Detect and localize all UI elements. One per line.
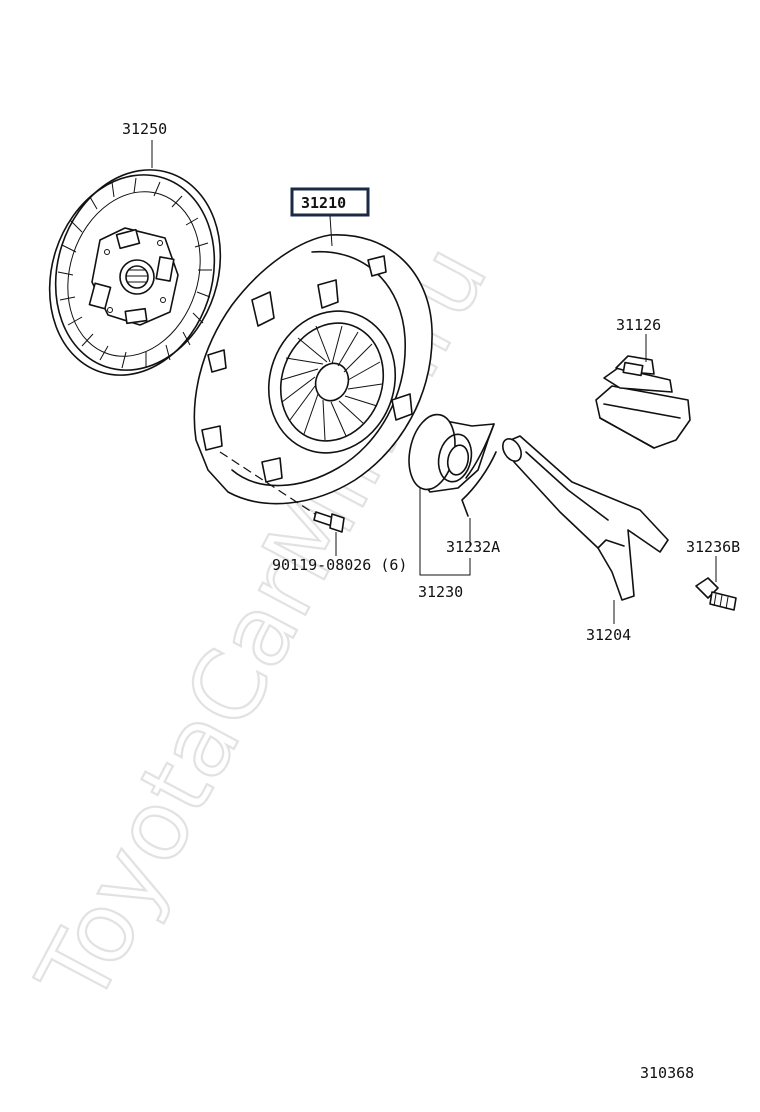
fork-boot-drawing[interactable] [595, 355, 691, 449]
clutch-disc-drawing[interactable] [24, 148, 245, 396]
label-31204[interactable]: 31204 [586, 626, 631, 644]
bolt-drawing[interactable] [313, 511, 345, 533]
label-90119-08026[interactable]: 90119-08026 (6) [272, 556, 407, 574]
label-31250[interactable]: 31250 [122, 120, 167, 138]
fork-support-drawing[interactable] [695, 577, 737, 611]
bolt-axis-line [219, 451, 319, 517]
leader-31210 [329, 215, 333, 247]
label-31126[interactable]: 31126 [616, 316, 661, 334]
label-31210[interactable]: 31210 [301, 194, 346, 212]
highlight-box-31210 [290, 187, 370, 217]
release-fork-drawing[interactable] [499, 435, 669, 601]
hub-clip-drawing[interactable] [461, 451, 497, 517]
label-31236B[interactable]: 31236B [686, 538, 740, 556]
diagram-id: 310368 [640, 1064, 694, 1082]
label-31230[interactable]: 31230 [418, 583, 463, 601]
label-31232A[interactable]: 31232A [446, 538, 500, 556]
leader-31230-bracket [419, 488, 471, 576]
release-bearing-drawing[interactable] [403, 410, 495, 493]
